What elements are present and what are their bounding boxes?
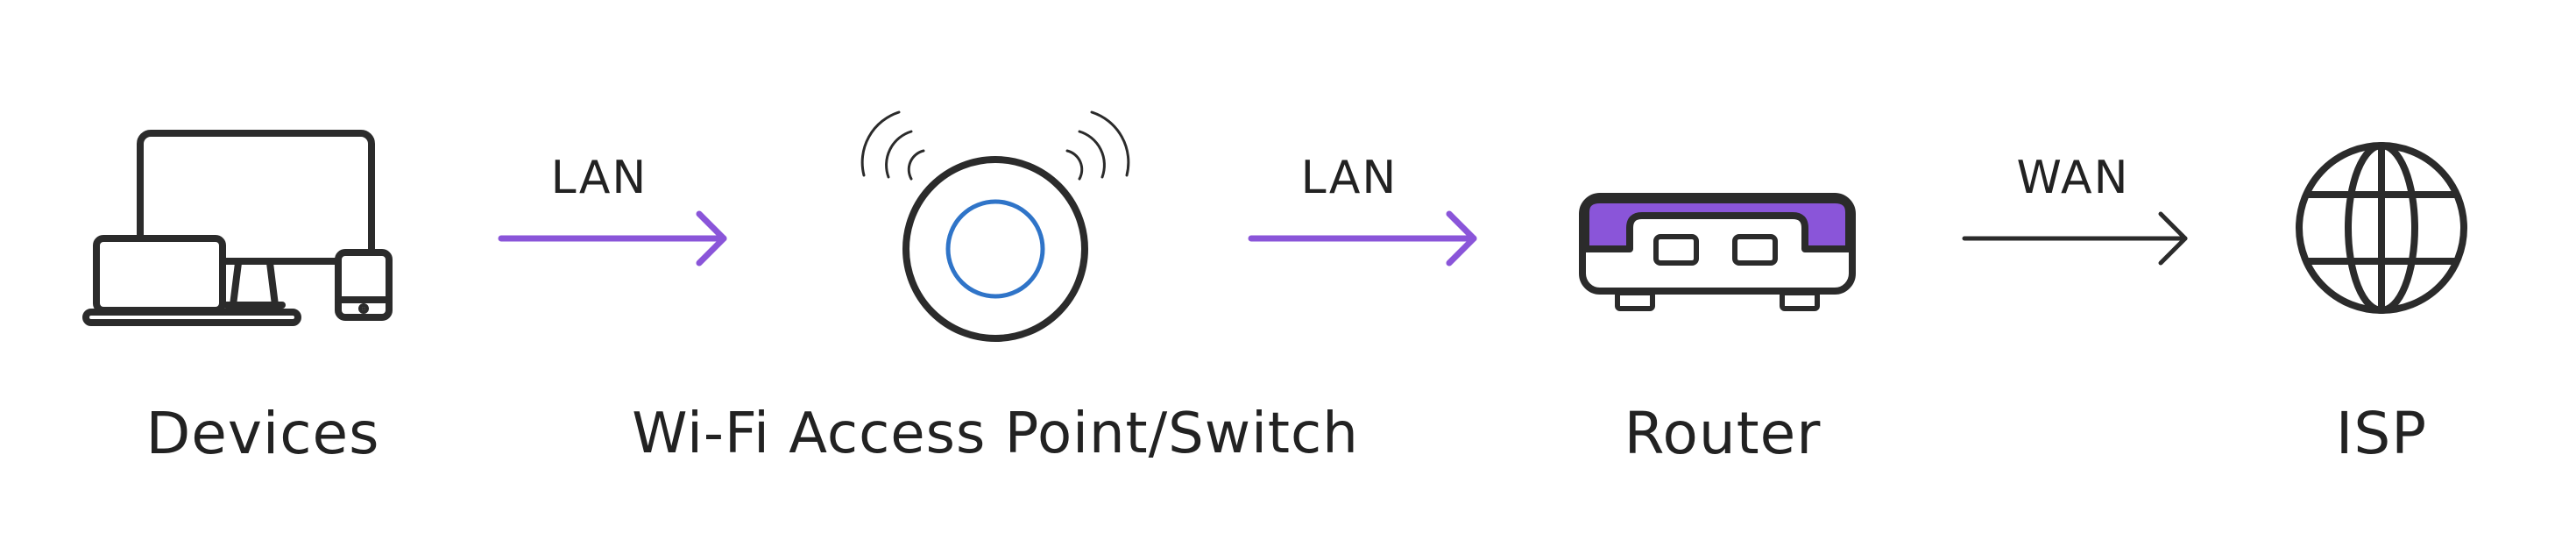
wifi-access-point-icon — [860, 110, 1130, 342]
node-label-devices: Devices — [145, 400, 380, 467]
node-label-isp: ISP — [2335, 400, 2428, 467]
router-top-panel-shape — [1582, 196, 1852, 252]
router-foot-right-shape — [1780, 290, 1820, 311]
node-label-access-point: Wi-Fi Access Point/Switch — [632, 401, 1359, 466]
laptop-screen-shape — [93, 235, 226, 314]
ap-led-ring-shape — [945, 199, 1045, 299]
globe-icon — [2296, 142, 2467, 314]
link-label-lan-2: LAN — [1300, 152, 1398, 204]
signal-waves-left-icon — [860, 110, 925, 181]
router-icon — [1579, 193, 1856, 311]
devices-icon — [82, 130, 393, 326]
link-arrow-lan-2 — [1248, 210, 1477, 266]
monitor-stand-right-shape — [266, 259, 279, 309]
node-label-router: Router — [1624, 400, 1822, 467]
signal-waves-right-icon — [1065, 110, 1130, 181]
phone-button-shape — [358, 303, 369, 314]
monitor-screen-shape — [137, 130, 375, 265]
router-port-2-shape — [1732, 234, 1778, 266]
link-label-wan: WAN — [2016, 152, 2130, 204]
laptop-base-shape — [82, 309, 301, 326]
link-arrow-lan-1 — [498, 210, 727, 266]
monitor-stand-left-shape — [230, 259, 242, 309]
router-port-1-shape — [1653, 234, 1699, 266]
router-foot-left-shape — [1615, 290, 1655, 311]
link-arrow-wan — [1962, 211, 2188, 266]
ap-housing-shape — [902, 156, 1088, 342]
link-label-lan-1: LAN — [550, 152, 648, 204]
